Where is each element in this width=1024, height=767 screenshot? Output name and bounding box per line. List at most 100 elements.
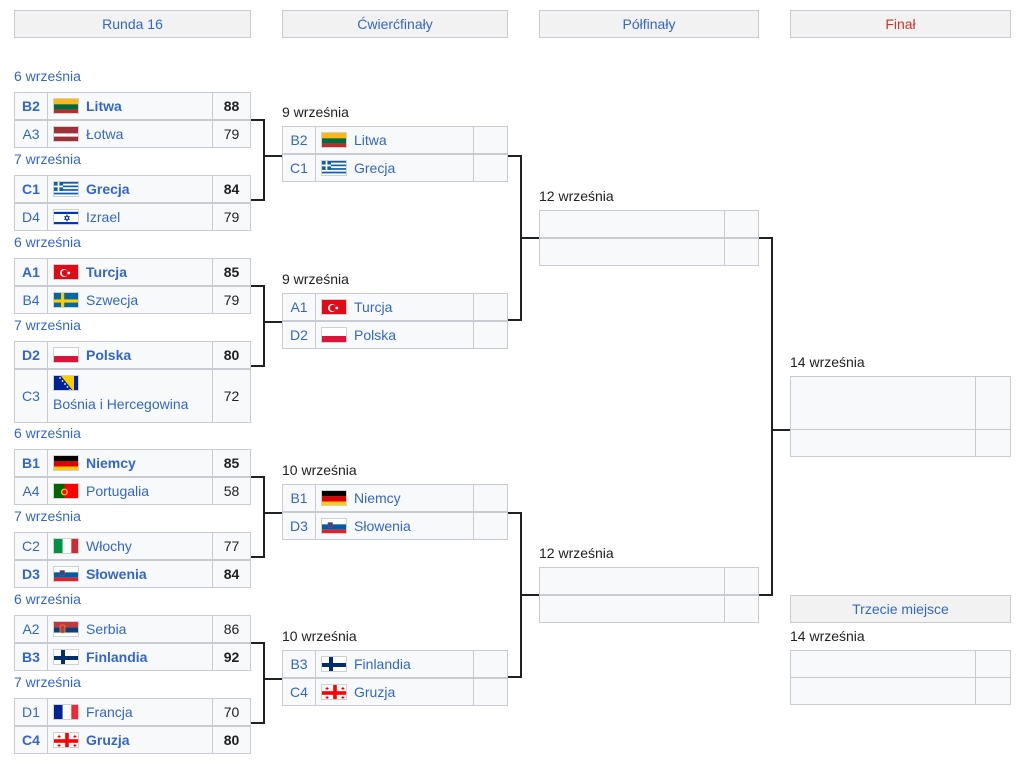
match-date[interactable]: 7 września <box>14 674 81 690</box>
team-name[interactable]: Niemcy <box>48 449 213 477</box>
team-name-text[interactable]: Litwa <box>354 132 387 148</box>
team-name[interactable]: Litwa <box>316 126 474 154</box>
seed-label[interactable]: B3 <box>14 643 48 671</box>
team-name[interactable]: Polska <box>316 321 474 349</box>
team-name-text[interactable]: Słowenia <box>86 566 147 582</box>
bracket-connector <box>759 237 773 239</box>
team-name-text[interactable]: Łotwa <box>86 126 124 142</box>
match-date: 10 września <box>282 462 357 478</box>
team-name-text[interactable]: Finlandia <box>86 649 148 665</box>
team-name-text[interactable]: Turcja <box>354 299 393 315</box>
team-name[interactable]: Niemcy <box>316 484 474 512</box>
seed-label[interactable]: B3 <box>282 650 316 678</box>
team-name[interactable]: Słowenia <box>316 512 474 540</box>
bracket-connector <box>251 722 265 724</box>
flag-icon-tur <box>321 299 347 315</box>
team-name-text[interactable]: Turcja <box>86 264 127 280</box>
team-name[interactable]: Grecja <box>48 175 213 203</box>
team-name[interactable]: Izrael <box>48 203 213 231</box>
seed-label[interactable]: A1 <box>282 293 316 321</box>
header-third-place[interactable]: Trzecie miejsce <box>790 595 1011 623</box>
flag-icon-gre <box>53 181 79 197</box>
team-name-text[interactable]: Izrael <box>86 209 121 225</box>
flag-icon-ger <box>321 490 347 506</box>
team-name-text[interactable]: Gruzja <box>86 732 130 748</box>
match-date[interactable]: 7 września <box>14 508 81 524</box>
team-name[interactable]: Turcja <box>48 258 213 286</box>
seed-label[interactable]: C2 <box>14 532 48 560</box>
bracket-connector <box>251 642 265 644</box>
score-cell <box>474 650 508 678</box>
seed-label[interactable]: C1 <box>14 175 48 203</box>
team-name-text[interactable]: Serbia <box>86 621 127 637</box>
header-semifinals[interactable]: Półfinały <box>539 10 759 38</box>
team-name[interactable]: Polska <box>48 341 213 369</box>
team-name[interactable]: Słowenia <box>48 560 213 588</box>
match-date[interactable]: 6 września <box>14 234 81 250</box>
seed-label[interactable]: B4 <box>14 286 48 314</box>
team-name-text[interactable]: Polska <box>86 347 132 363</box>
team-name[interactable]: Francja <box>48 698 213 726</box>
team-name-text[interactable]: Bośnia i Hercegowina <box>53 396 189 412</box>
seed-label[interactable]: B2 <box>282 126 316 154</box>
seed-label[interactable]: C3 <box>14 369 48 423</box>
seed-label[interactable]: D3 <box>282 512 316 540</box>
team-name-text[interactable]: Polska <box>354 327 397 343</box>
seed-label[interactable]: D4 <box>14 203 48 231</box>
team-name[interactable]: Gruzja <box>48 726 213 754</box>
seed-label[interactable]: A2 <box>14 615 48 643</box>
match-date[interactable]: 6 września <box>14 68 81 84</box>
seed-label[interactable]: C4 <box>282 678 316 706</box>
team-name[interactable]: Szwecja <box>48 286 213 314</box>
team-name-text[interactable]: Niemcy <box>354 490 401 506</box>
score-cell <box>474 321 508 349</box>
team-name[interactable]: Litwa <box>48 92 213 120</box>
team-name[interactable]: Włochy <box>48 532 213 560</box>
seed-label[interactable]: B2 <box>14 92 48 120</box>
team-name-text[interactable]: Litwa <box>86 98 122 114</box>
bracket-connector <box>251 365 265 367</box>
score-cell <box>474 484 508 512</box>
team-name[interactable]: Gruzja <box>316 678 474 706</box>
team-name-text[interactable]: Słowenia <box>354 518 411 534</box>
team-name[interactable]: Bośnia i Hercegowina <box>48 369 213 423</box>
team-name-text[interactable]: Finlandia <box>354 656 411 672</box>
seed-label[interactable]: C4 <box>14 726 48 754</box>
team-name-text[interactable]: Francja <box>86 704 133 720</box>
match-date[interactable]: 7 września <box>14 151 81 167</box>
team-name-text[interactable]: Grecja <box>354 160 396 176</box>
bracket-connector <box>771 429 790 431</box>
team-name[interactable]: Finlandia <box>48 643 213 671</box>
team-name[interactable]: Turcja <box>316 293 474 321</box>
team-name-text[interactable]: Szwecja <box>86 292 139 308</box>
team-name-text[interactable]: Portugalia <box>86 483 150 499</box>
seed-label[interactable]: A1 <box>14 258 48 286</box>
seed-label[interactable]: B1 <box>282 484 316 512</box>
team-name[interactable]: Łotwa <box>48 120 213 148</box>
team-name-text[interactable]: Gruzja <box>354 684 396 700</box>
team-name-text[interactable]: Niemcy <box>86 455 136 471</box>
header-round-of-16[interactable]: Runda 16 <box>14 10 251 38</box>
seed-label[interactable]: B1 <box>14 449 48 477</box>
match-date[interactable]: 6 września <box>14 425 81 441</box>
seed-label[interactable]: D3 <box>14 560 48 588</box>
seed-label[interactable]: D2 <box>282 321 316 349</box>
match-date[interactable]: 7 września <box>14 317 81 333</box>
team-name[interactable]: Serbia <box>48 615 213 643</box>
seed-label[interactable]: A4 <box>14 477 48 505</box>
seed-label[interactable]: D2 <box>14 341 48 369</box>
seed-label[interactable]: C1 <box>282 154 316 182</box>
header-quarterfinals[interactable]: Ćwierćfinały <box>282 10 508 38</box>
seed-label[interactable]: D1 <box>14 698 48 726</box>
empty-team-cell <box>539 210 725 238</box>
team-name[interactable]: Finlandia <box>316 650 474 678</box>
header-final[interactable]: Finał <box>790 10 1011 38</box>
team-name[interactable]: Portugalia <box>48 477 213 505</box>
seed-label[interactable]: A3 <box>14 120 48 148</box>
team-name-text[interactable]: Grecja <box>86 181 130 197</box>
team-name[interactable]: Grecja <box>316 154 474 182</box>
match-date[interactable]: 6 września <box>14 591 81 607</box>
team-name-text[interactable]: Włochy <box>86 538 132 554</box>
